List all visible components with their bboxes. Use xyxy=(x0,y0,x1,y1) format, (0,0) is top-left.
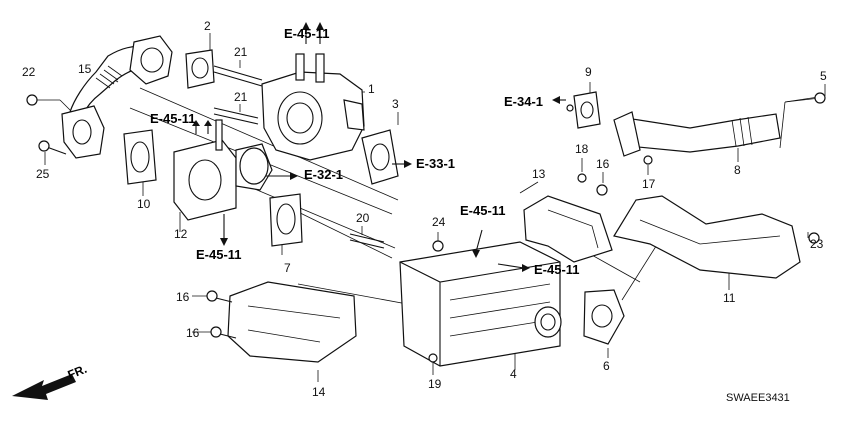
gaskets xyxy=(123,49,625,345)
callout-6: 6 xyxy=(603,359,610,373)
callout-3: 3 xyxy=(392,97,399,111)
callout-15: 15 xyxy=(78,62,92,76)
callout-18: 18 xyxy=(575,142,589,156)
reference-e-33-1: E-33-1 xyxy=(416,156,456,171)
studs xyxy=(213,65,385,249)
callout-25: 25 xyxy=(36,167,50,181)
bolts xyxy=(26,92,826,363)
callout-17: 17 xyxy=(642,177,656,191)
reference-e-45-11-left: E-45-11 xyxy=(150,111,196,126)
callout-21-b: 21 xyxy=(234,90,248,104)
callout-5: 5 xyxy=(820,69,827,83)
egr-valve-body xyxy=(261,53,365,161)
flexible-egr-pipe xyxy=(61,35,173,159)
callout-23: 23 xyxy=(810,237,824,251)
egr-valve xyxy=(173,119,273,221)
cooler-bracket xyxy=(523,195,613,263)
callout-16-b: 16 xyxy=(186,326,200,340)
reference-e-45-11-bottom: E-45-11 xyxy=(196,247,242,262)
callout-22: 22 xyxy=(22,65,36,79)
heat-shield-upper xyxy=(613,195,801,279)
egr-cooler xyxy=(399,241,562,367)
callout-11: 11 xyxy=(723,291,736,305)
callout-21-a: 21 xyxy=(234,45,248,59)
callout-8: 8 xyxy=(734,163,741,177)
callout-7: 7 xyxy=(284,261,291,275)
reference-e-32-1: E-32-1 xyxy=(304,167,344,182)
egr-outlet-pipe xyxy=(613,111,781,157)
callout-24: 24 xyxy=(432,215,446,229)
callout-10: 10 xyxy=(137,197,151,211)
heat-shield-lower xyxy=(227,281,357,363)
callout-19: 19 xyxy=(428,377,442,391)
callout-14: 14 xyxy=(312,385,326,399)
reference-e-45-11-top: E-45-11 xyxy=(284,26,330,41)
diagram-code: SWAEE3431 xyxy=(726,392,790,404)
reference-e-34-1: E-34-1 xyxy=(504,94,544,109)
callout-20: 20 xyxy=(356,211,370,225)
reference-arrows xyxy=(192,22,566,272)
callout-1: 1 xyxy=(368,82,375,96)
callout-16-c: 16 xyxy=(596,157,610,171)
callout-2: 2 xyxy=(204,19,211,33)
reference-e-45-11-center: E-45-11 xyxy=(460,203,506,218)
callout-13: 13 xyxy=(532,167,546,181)
callout-4: 4 xyxy=(510,367,517,381)
front-direction-arrow xyxy=(12,374,76,400)
reference-e-45-11-right: E-45-11 xyxy=(534,262,580,277)
callout-16-a: 16 xyxy=(176,290,190,304)
callout-9: 9 xyxy=(585,65,592,79)
callout-12: 12 xyxy=(174,227,188,241)
